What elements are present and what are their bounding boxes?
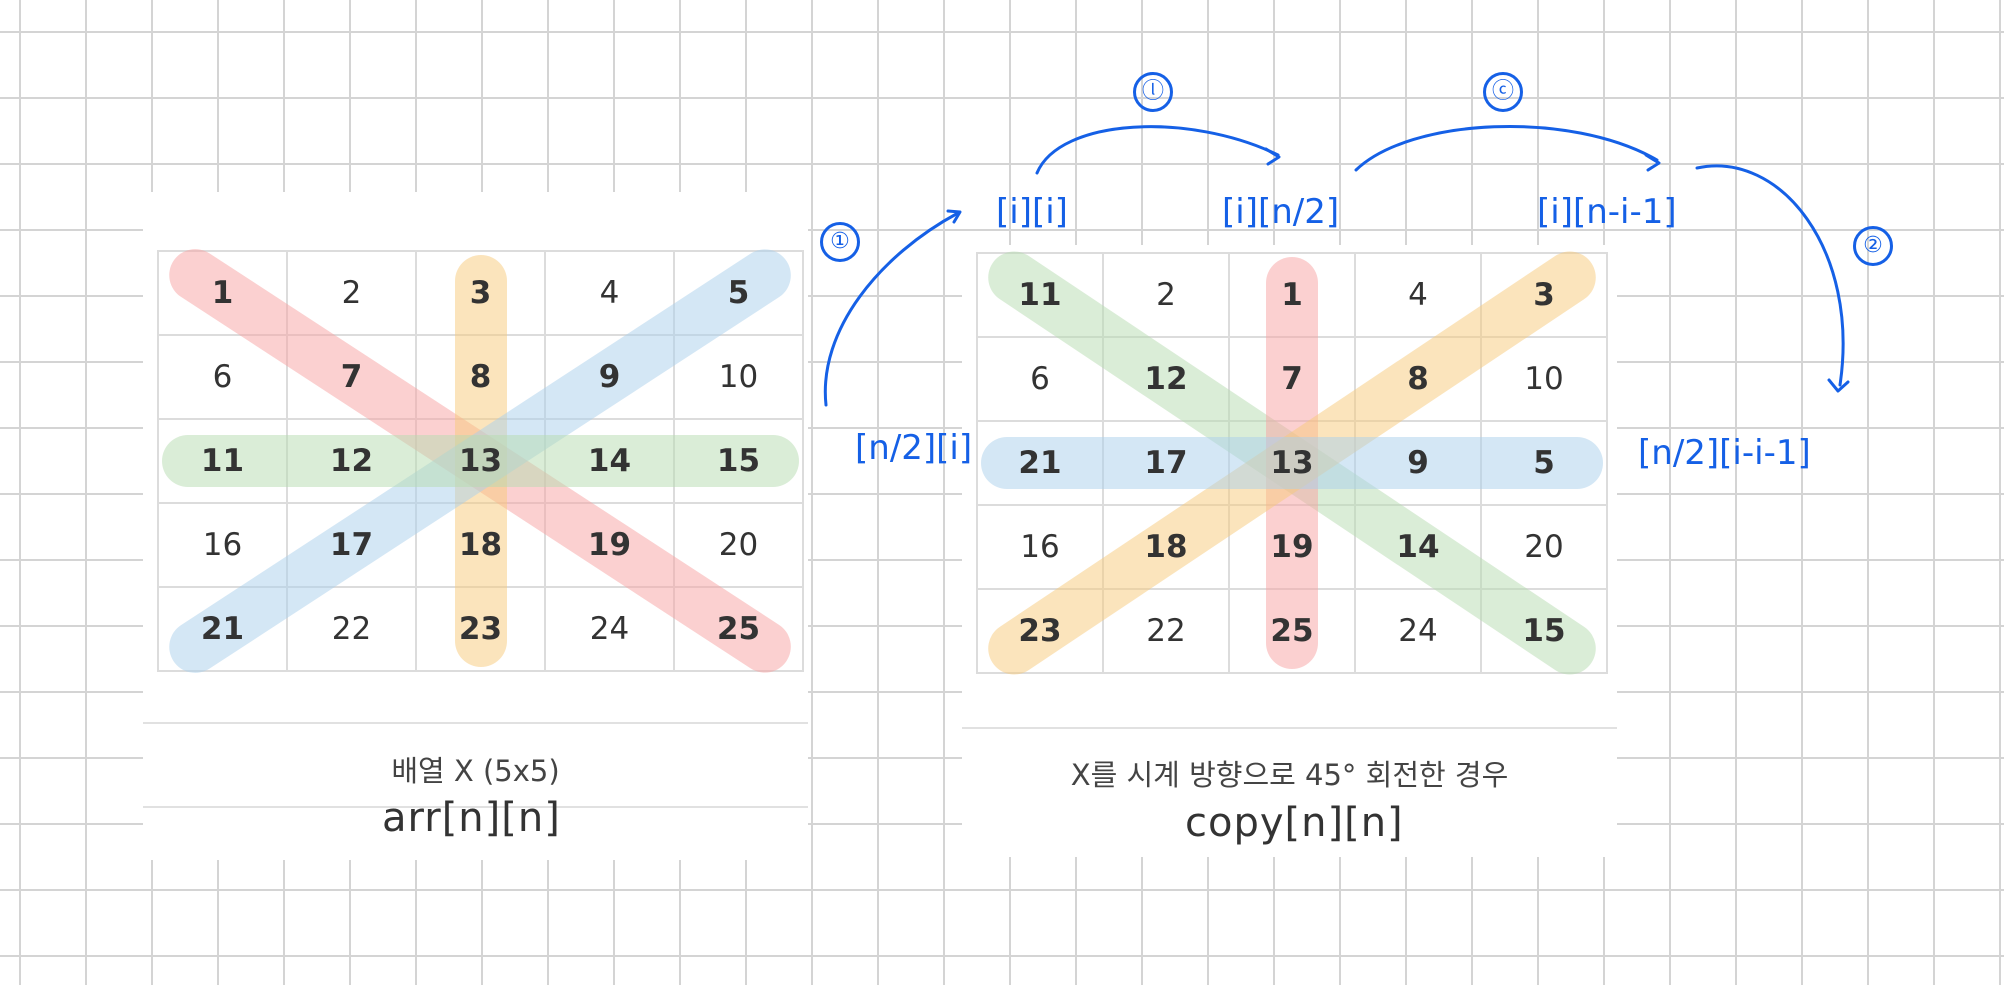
- left-array-annotation: arr[n][n]: [382, 795, 561, 841]
- right-cell: 18: [1102, 504, 1230, 590]
- right-cell: 17: [1102, 420, 1230, 506]
- left-cell: 24: [544, 586, 675, 672]
- left-cell: 7: [286, 334, 417, 420]
- right-cell: 19: [1228, 504, 1356, 590]
- left-caption: 배열 X (5x5): [391, 754, 560, 788]
- card-divider: [143, 806, 808, 808]
- left-cell: 22: [286, 586, 417, 672]
- left-cell: 3: [415, 250, 546, 336]
- right-cell: 1: [1228, 252, 1356, 338]
- left-cell: 23: [415, 586, 546, 672]
- right-cell: 22: [1102, 588, 1230, 674]
- right-cell: 25: [1228, 588, 1356, 674]
- right-cell: 21: [976, 420, 1104, 506]
- anti-diagonal-index-label: [i][n-i-1]: [1537, 192, 1677, 232]
- step-marker-3: ⓒ: [1483, 72, 1523, 112]
- column-index-label: [i][n/2]: [1222, 192, 1340, 232]
- left-cell: 25: [673, 586, 804, 672]
- arrow-anti-to-reverse-row: [1695, 164, 1845, 387]
- arrow-head: [1827, 378, 1850, 393]
- right-cell: 2: [1102, 252, 1230, 338]
- left-cell: 4: [544, 250, 675, 336]
- right-cell: 20: [1480, 504, 1608, 590]
- left-cell: 13: [415, 418, 546, 504]
- arrow-head: [946, 209, 962, 224]
- right-cell: 15: [1480, 588, 1608, 674]
- arrow-head: [1644, 153, 1661, 172]
- left-cell: 8: [415, 334, 546, 420]
- left-cell: 5: [673, 250, 804, 336]
- right-cell: 16: [976, 504, 1104, 590]
- left-cell: 14: [544, 418, 675, 504]
- left-cell: 2: [286, 250, 417, 336]
- right-caption: X를 시계 방향으로 45° 회전한 경우: [1070, 758, 1509, 792]
- left-cell: 12: [286, 418, 417, 504]
- right-cell: 11: [976, 252, 1104, 338]
- row-index-label: [n/2][i]: [855, 428, 973, 468]
- right-cell: 23: [976, 588, 1104, 674]
- left-cell: 11: [157, 418, 288, 504]
- right-cell: 9: [1354, 420, 1482, 506]
- right-cell: 14: [1354, 504, 1482, 590]
- left-cell: 1: [157, 250, 288, 336]
- right-cell: 6: [976, 336, 1104, 422]
- right-cell: 10: [1480, 336, 1608, 422]
- right-cell: 4: [1354, 252, 1482, 338]
- card-divider: [962, 727, 1617, 729]
- left-cell: 20: [673, 502, 804, 588]
- left-cell: 10: [673, 334, 804, 420]
- right-cell: 5: [1480, 420, 1608, 506]
- left-cell: 19: [544, 502, 675, 588]
- left-cell: 16: [157, 502, 288, 588]
- right-cell: 12: [1102, 336, 1230, 422]
- right-cell: 13: [1228, 420, 1356, 506]
- reverse-row-index-label: [n/2][i-i-1]: [1638, 433, 1811, 473]
- right-cell: 8: [1354, 336, 1482, 422]
- step-marker-2: ⓛ: [1133, 72, 1173, 112]
- diagonal-index-label: [i][i]: [996, 192, 1068, 232]
- step-marker-1: ①: [820, 222, 860, 262]
- left-cell: 17: [286, 502, 417, 588]
- arrow-column-to-anti: [1354, 125, 1659, 172]
- left-cell: 15: [673, 418, 804, 504]
- left-cell: 9: [544, 334, 675, 420]
- left-cell: 18: [415, 502, 546, 588]
- right-array-annotation: copy[n][n]: [1185, 800, 1404, 846]
- arrow-diagonal-to-column: [1035, 125, 1280, 175]
- right-cell: 7: [1228, 336, 1356, 422]
- arrow-head: [1264, 147, 1281, 166]
- right-cell: 3: [1480, 252, 1608, 338]
- left-cell: 6: [157, 334, 288, 420]
- left-cell: 21: [157, 586, 288, 672]
- right-cell: 24: [1354, 588, 1482, 674]
- step-marker-4: ②: [1853, 226, 1893, 266]
- card-divider: [143, 722, 808, 724]
